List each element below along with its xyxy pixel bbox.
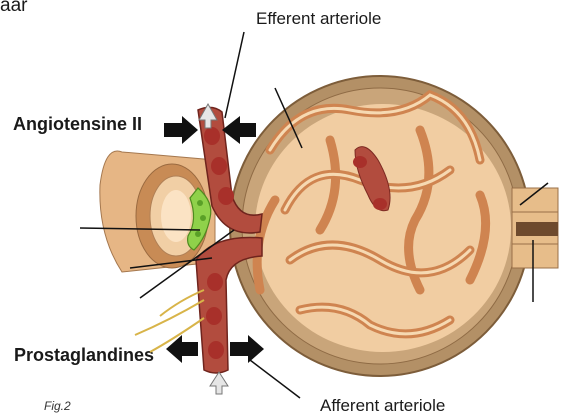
proximal-tubule xyxy=(512,188,558,268)
flow-up-arrow-icon xyxy=(210,372,228,394)
blood-cell xyxy=(373,198,387,210)
arrow-left-icon xyxy=(222,116,256,144)
arrow-right-icon xyxy=(164,116,198,144)
arrow-right-icon xyxy=(230,335,264,363)
blood-cell xyxy=(218,187,234,205)
blood-cell xyxy=(206,307,222,325)
blood-cell xyxy=(211,157,227,175)
blood-cell xyxy=(204,127,220,145)
blood-cell xyxy=(208,341,224,359)
blood-cell xyxy=(353,156,367,168)
blood-cell xyxy=(207,273,223,291)
